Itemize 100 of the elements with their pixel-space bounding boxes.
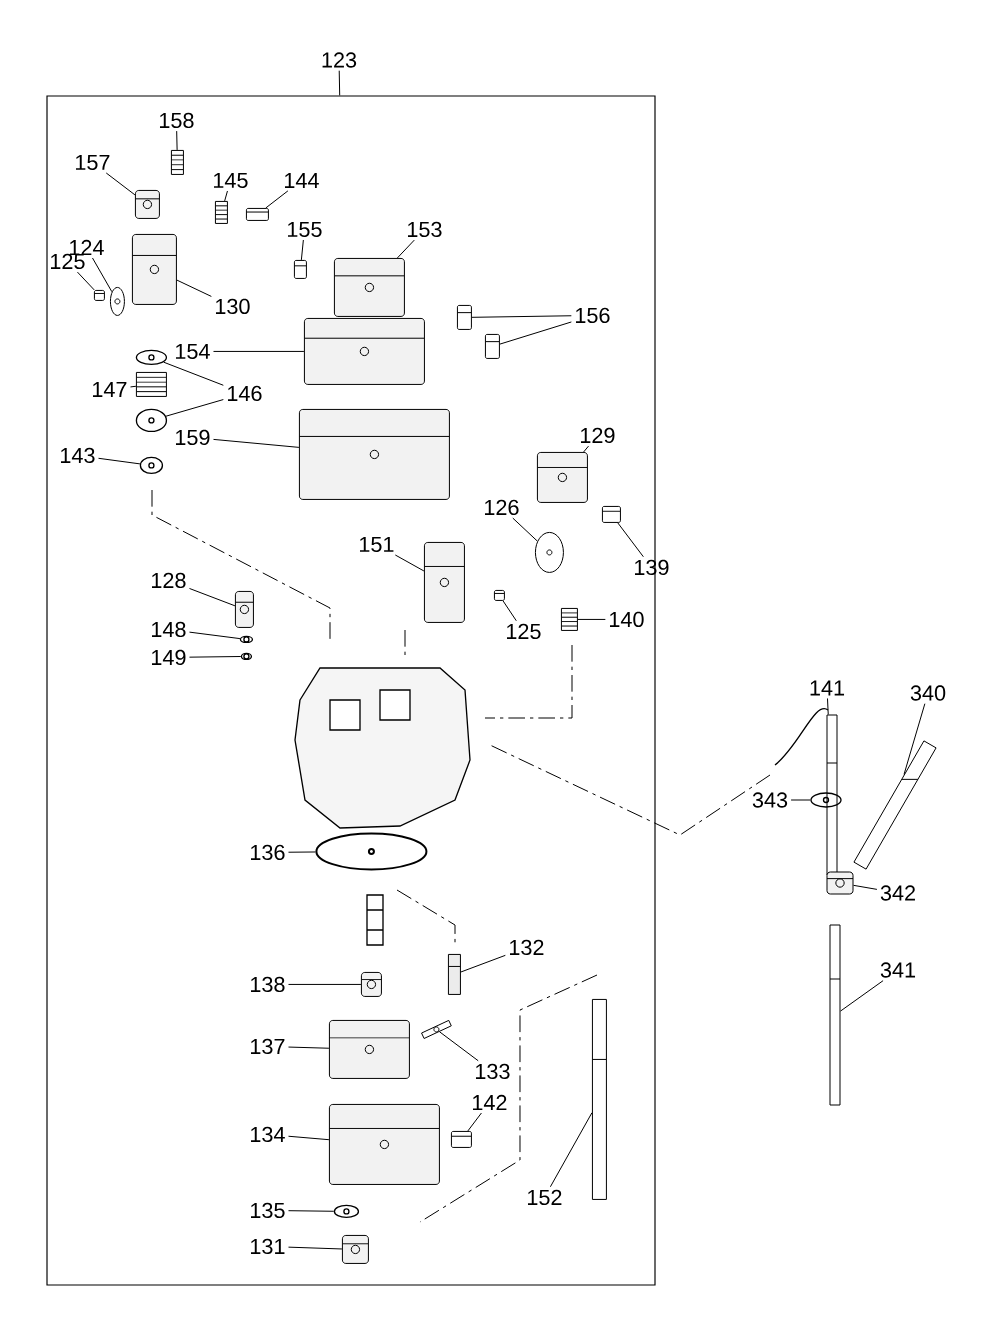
leader-line — [288, 983, 362, 985]
callout-number: 151 — [360, 536, 394, 552]
leader-line — [98, 457, 141, 465]
callout-number: 134 — [251, 1126, 285, 1143]
callout-number: 124 — [70, 239, 104, 255]
callout-number: 342 — [880, 885, 915, 901]
leader-line — [76, 271, 95, 291]
solenoid-cap — [333, 257, 405, 317]
leader-line — [577, 618, 606, 620]
washer — [333, 1204, 360, 1219]
callout-number: 137 — [251, 1038, 285, 1055]
screw — [601, 505, 621, 523]
screw — [450, 1130, 472, 1148]
spring — [214, 200, 228, 224]
spring — [170, 149, 184, 175]
leader-line — [439, 1031, 479, 1062]
tube — [826, 714, 838, 876]
leader-line — [288, 1210, 335, 1212]
callout-number: 125 — [507, 623, 541, 640]
callout-number: 129 — [581, 427, 615, 444]
shaft — [131, 233, 177, 305]
leader-line — [583, 445, 590, 453]
leader-line — [224, 190, 228, 202]
leader-line — [549, 1112, 593, 1188]
housing — [303, 317, 425, 385]
leader-line — [105, 172, 136, 196]
leader-line — [92, 257, 113, 293]
leader-line — [460, 954, 506, 973]
screw — [456, 304, 472, 330]
callout-number: 149 — [152, 649, 186, 666]
leader-line — [338, 70, 341, 96]
leader-line — [189, 656, 242, 658]
leader-line — [617, 522, 644, 558]
leader-line — [903, 703, 926, 775]
callout-number: 159 — [176, 429, 210, 446]
leader-line — [213, 438, 300, 448]
spring — [560, 607, 578, 631]
washer — [240, 652, 253, 661]
screw — [493, 589, 505, 601]
callout-number: 132 — [510, 939, 544, 956]
callout-number: 156 — [576, 307, 610, 324]
float — [328, 1019, 410, 1079]
clip — [810, 792, 842, 808]
callout-number: 126 — [485, 499, 519, 516]
callout-number: 140 — [610, 611, 644, 628]
callout-number: 341 — [880, 962, 916, 978]
callout-number: 143 — [61, 447, 95, 464]
callout-number: 154 — [176, 343, 210, 359]
fitting — [826, 871, 854, 895]
leader-line — [502, 600, 517, 622]
leader-line — [394, 554, 425, 572]
leader-line — [790, 799, 811, 801]
leader-line — [467, 1112, 482, 1132]
callout-number: 158 — [160, 112, 194, 129]
callout-number: 123 — [322, 52, 357, 68]
o-ring — [315, 832, 428, 871]
callout-number: 148 — [152, 621, 186, 638]
leader-line — [189, 587, 236, 607]
callout-number: 145 — [214, 172, 248, 188]
leader-line — [213, 350, 305, 352]
leader-line — [288, 1135, 330, 1141]
screw — [484, 333, 500, 359]
leader-line — [840, 980, 884, 1012]
callout-number: 343 — [752, 792, 788, 808]
callout-number: 142 — [473, 1094, 507, 1110]
leader-line — [512, 517, 538, 542]
washer — [139, 456, 164, 475]
bowl — [328, 1103, 440, 1185]
bolt — [234, 590, 254, 628]
screw — [245, 207, 269, 221]
leader-line — [853, 884, 878, 890]
callout-number: 152 — [528, 1189, 562, 1206]
tube — [591, 998, 607, 1200]
bracket — [298, 408, 450, 500]
leader-line — [265, 190, 289, 209]
washer — [135, 408, 168, 433]
callout-number: 340 — [910, 685, 946, 701]
callout-number: 146 — [228, 385, 262, 402]
callout-number: 153 — [408, 221, 442, 238]
lever — [134, 189, 160, 219]
callout-number: 144 — [285, 173, 319, 188]
callout-number: 136 — [251, 844, 285, 861]
leader-line — [471, 315, 572, 318]
leader-line — [396, 239, 415, 259]
callout-number: 155 — [288, 221, 322, 237]
leader-line — [288, 1246, 343, 1250]
leader-line — [130, 385, 137, 388]
leader-line — [499, 321, 572, 345]
leader-line — [176, 130, 178, 151]
callout-number: 131 — [251, 1238, 285, 1255]
spring — [135, 371, 167, 397]
leader-line — [300, 239, 304, 261]
screw — [293, 259, 307, 279]
leader-line — [288, 851, 316, 853]
disc — [534, 531, 564, 573]
washer — [239, 635, 254, 644]
screw — [93, 289, 105, 301]
leader-line — [827, 697, 829, 715]
pin — [421, 1019, 452, 1039]
callout-number: 128 — [152, 572, 186, 589]
